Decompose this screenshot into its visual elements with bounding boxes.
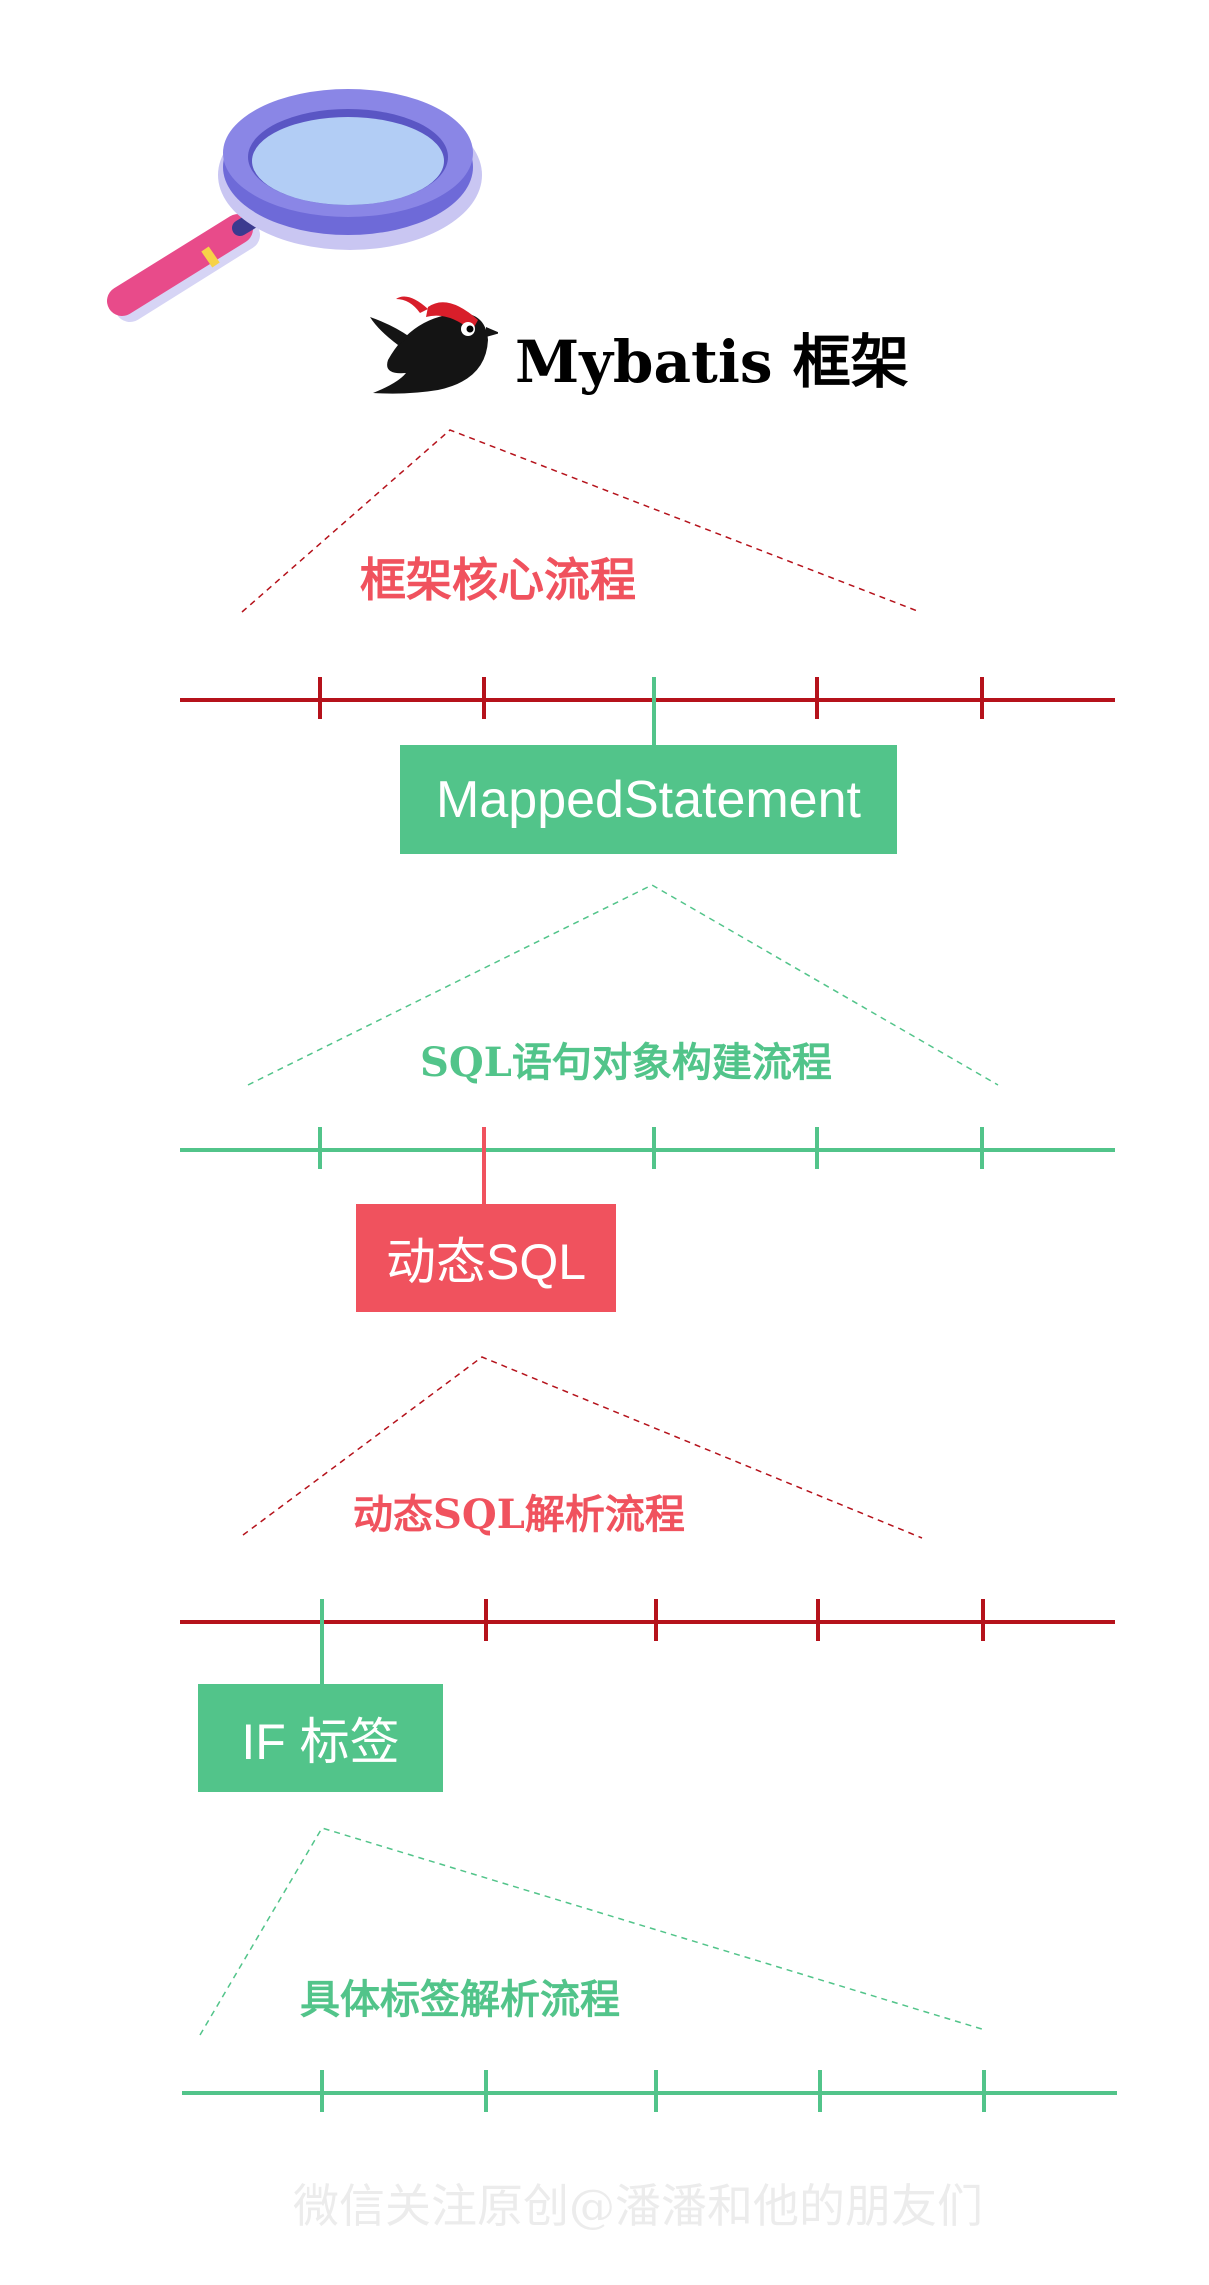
page-title: Mybatis 框架 — [515, 328, 909, 396]
magnifying-glass-icon — [107, 89, 482, 322]
mybatis-bird-icon — [370, 296, 498, 394]
if-tag-node[interactable]: IF 标签 — [198, 1684, 443, 1792]
magnifier-lens — [218, 89, 482, 250]
level-2-label: SQL语句对象构建流程 — [420, 1039, 832, 1086]
level-1-label: 框架核心流程 — [360, 553, 636, 607]
watermark: 微信关注原创@潘潘和他的朋友们 — [293, 2179, 983, 2233]
level-4-label: 具体标签解析流程 — [300, 1976, 620, 2023]
dynamic-sql-node[interactable]: 动态SQL — [356, 1204, 616, 1312]
mapped-statement-node[interactable]: MappedStatement — [400, 745, 897, 854]
level-3-label: 动态SQL解析流程 — [353, 1491, 685, 1538]
